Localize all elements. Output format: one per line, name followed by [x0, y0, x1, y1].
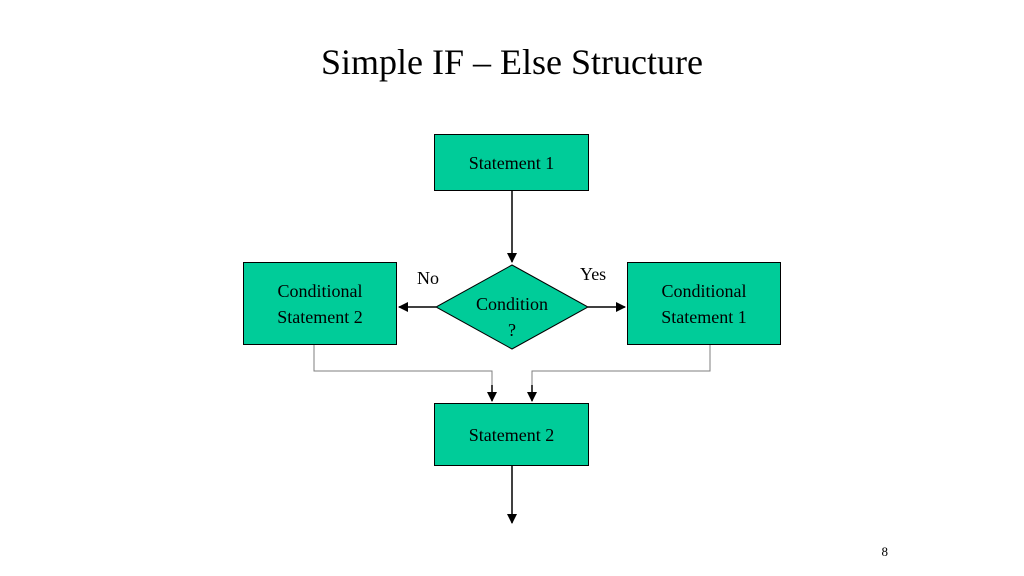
statement-2-box: Statement 2 — [434, 403, 589, 466]
no-branch-label: No — [417, 268, 439, 288]
statement-2-label: Statement 2 — [468, 424, 555, 445]
condition-diamond — [434, 264, 590, 350]
conditional-statement-2-label: Conditional Statement 2 — [277, 280, 363, 327]
statement-1-box: Statement 1 — [434, 134, 589, 191]
conditional-statement-1-box: Conditional Statement 1 — [627, 262, 781, 345]
yes-branch-label: Yes — [580, 264, 607, 284]
conditional-statement-1-label: Conditional Statement 1 — [661, 280, 747, 327]
slide-title: Simple IF – Else Structure — [321, 42, 703, 82]
page-number: 8 — [881, 544, 889, 559]
arrow-conditional-statement-1-to-statement2 — [531, 345, 711, 400]
arrow-conditional-statement-2-to-statement2 — [313, 345, 493, 400]
conditional-statement-2-box: Conditional Statement 2 — [243, 262, 397, 345]
statement-1-label: Statement 1 — [468, 152, 555, 173]
condition-label: Condition ? — [475, 294, 548, 340]
